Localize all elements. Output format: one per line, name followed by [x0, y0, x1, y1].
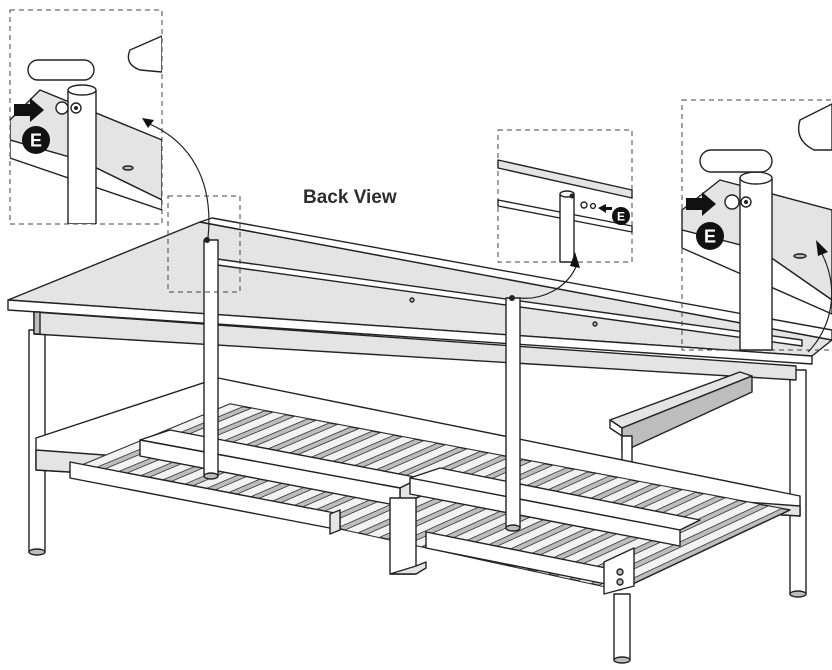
- back-apron: [33, 311, 797, 381]
- back-post-right: [505, 295, 521, 532]
- black-arrow-icon: [14, 98, 44, 122]
- front-corner-block: [603, 547, 635, 595]
- leader-arrowhead-icon: [816, 240, 828, 256]
- front-leg-right: [613, 593, 631, 664]
- leader-line-left: [144, 121, 210, 239]
- black-arrow-icon: [686, 192, 716, 216]
- part-label-e: E: [617, 210, 625, 224]
- part-e-badge: [696, 222, 724, 250]
- part-e-badge: [22, 126, 50, 154]
- seat-crossbeam-right: [409, 467, 701, 547]
- detail-callout-center: E: [497, 129, 633, 299]
- view-label: Back View: [303, 187, 397, 208]
- sofa-frame: [7, 217, 832, 664]
- leader-line-center: [519, 261, 579, 299]
- leader-arrowhead-icon: [570, 252, 580, 268]
- arm-board-right: [609, 371, 753, 467]
- rear-leg-right: [789, 369, 807, 598]
- leader-line-right: [807, 249, 832, 353]
- detail-callout-right: E: [681, 99, 832, 353]
- back-post-left: [203, 237, 219, 480]
- small-arrow-icon: [598, 204, 612, 213]
- part-label-e: E: [30, 131, 42, 151]
- part-label-e: E: [704, 227, 716, 247]
- part-e-badge: [612, 207, 630, 225]
- focus-box-left: [167, 195, 241, 293]
- center-support-leg: [389, 497, 427, 575]
- detail-callout-left: E: [9, 9, 241, 293]
- leader-arrowhead-icon: [142, 118, 154, 128]
- seat-support-left: [69, 461, 341, 535]
